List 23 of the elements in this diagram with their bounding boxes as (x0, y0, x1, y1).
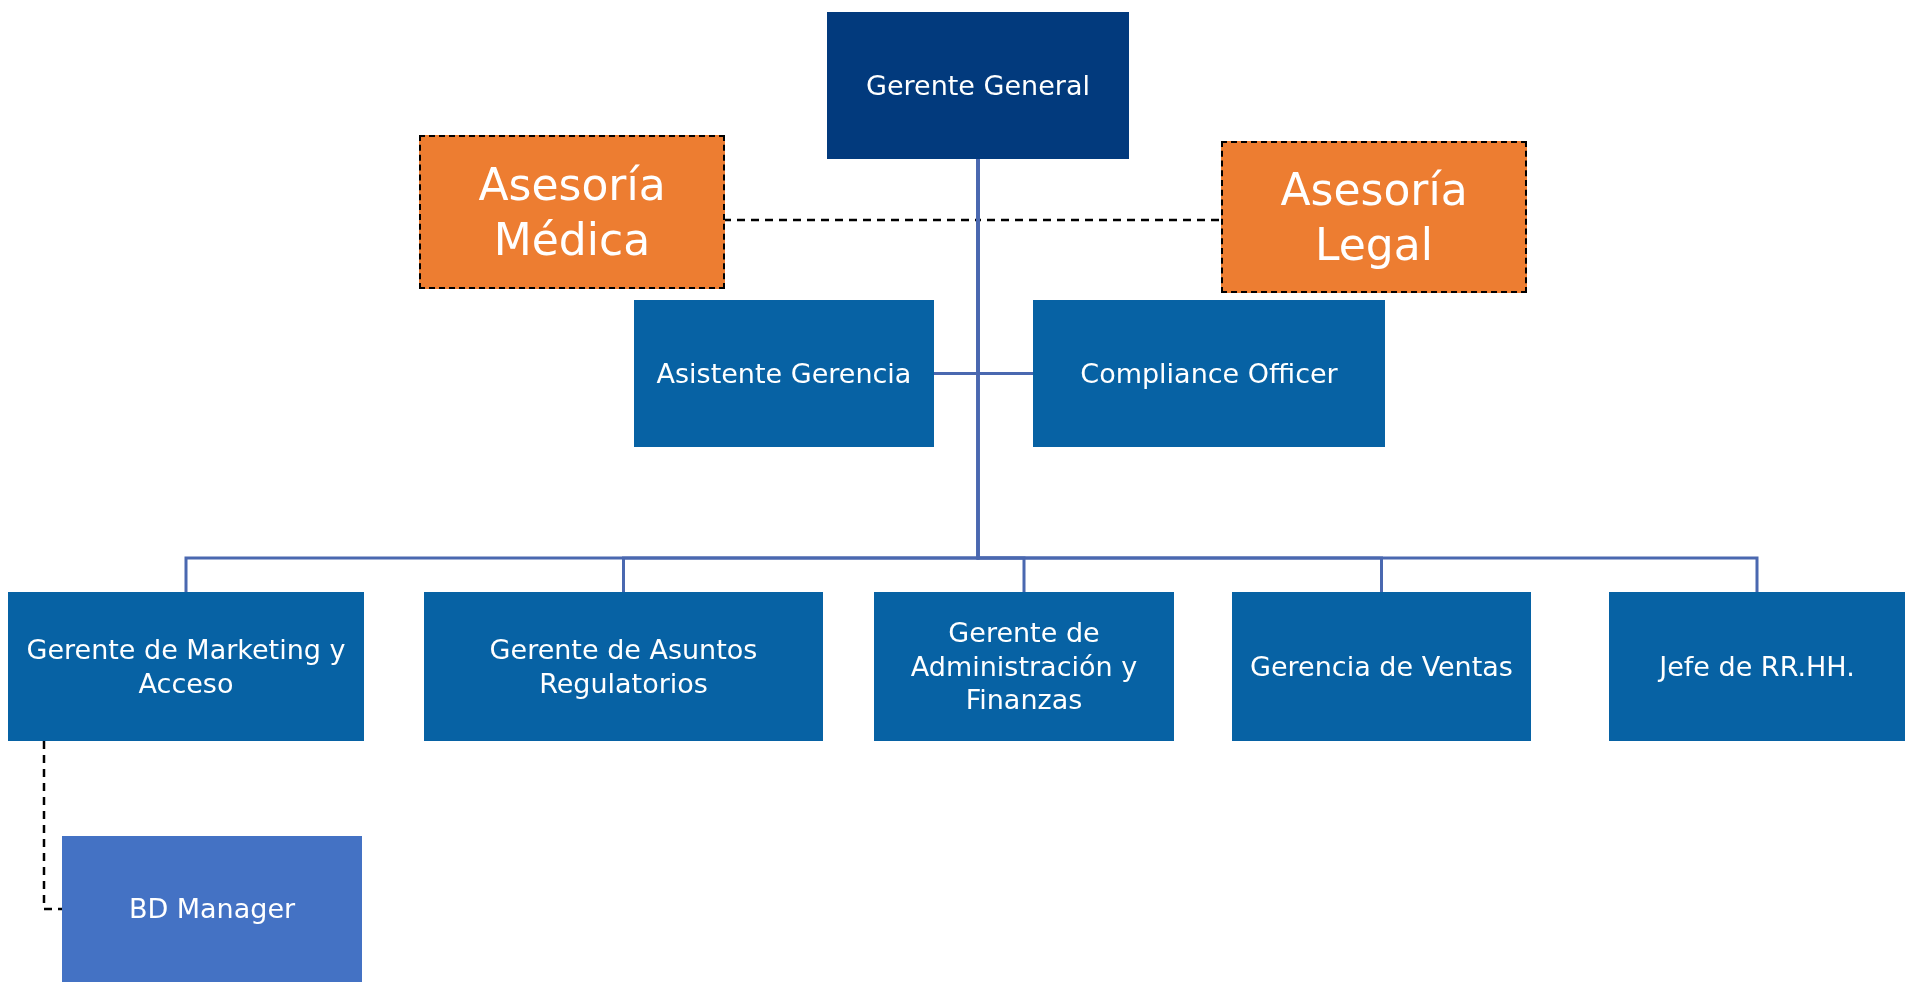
org-box (1232, 592, 1531, 741)
role-label: Gerente de Marketing y Acceso (25, 632, 347, 701)
org-box (1221, 141, 1527, 293)
org-box (424, 592, 823, 741)
role-label: Gerente de Administración y Finanzas (909, 615, 1139, 718)
role-label: Asesoría Legal (1279, 163, 1469, 272)
role-label: Jefe de RR.HH. (1659, 649, 1855, 684)
role-label: BD Manager (128, 892, 296, 926)
role-label: Gerencia de Ventas (1250, 649, 1513, 684)
role-label: Compliance Officer (1080, 356, 1338, 391)
role-label: Asesoría Médica (477, 158, 667, 267)
org-box (634, 300, 934, 447)
role-label: Gerente de Asuntos Regulatorios (488, 632, 759, 701)
dashed-connector (42, 741, 62, 911)
org-box (1033, 300, 1385, 447)
role-label: Asistente Gerencia (656, 356, 912, 391)
org-box (419, 135, 725, 289)
role-label: Gerente General (866, 68, 1090, 103)
org-box (1609, 592, 1905, 741)
org-box (874, 592, 1174, 741)
org-box (8, 592, 364, 741)
org-box (62, 836, 362, 982)
org-box (827, 12, 1129, 159)
